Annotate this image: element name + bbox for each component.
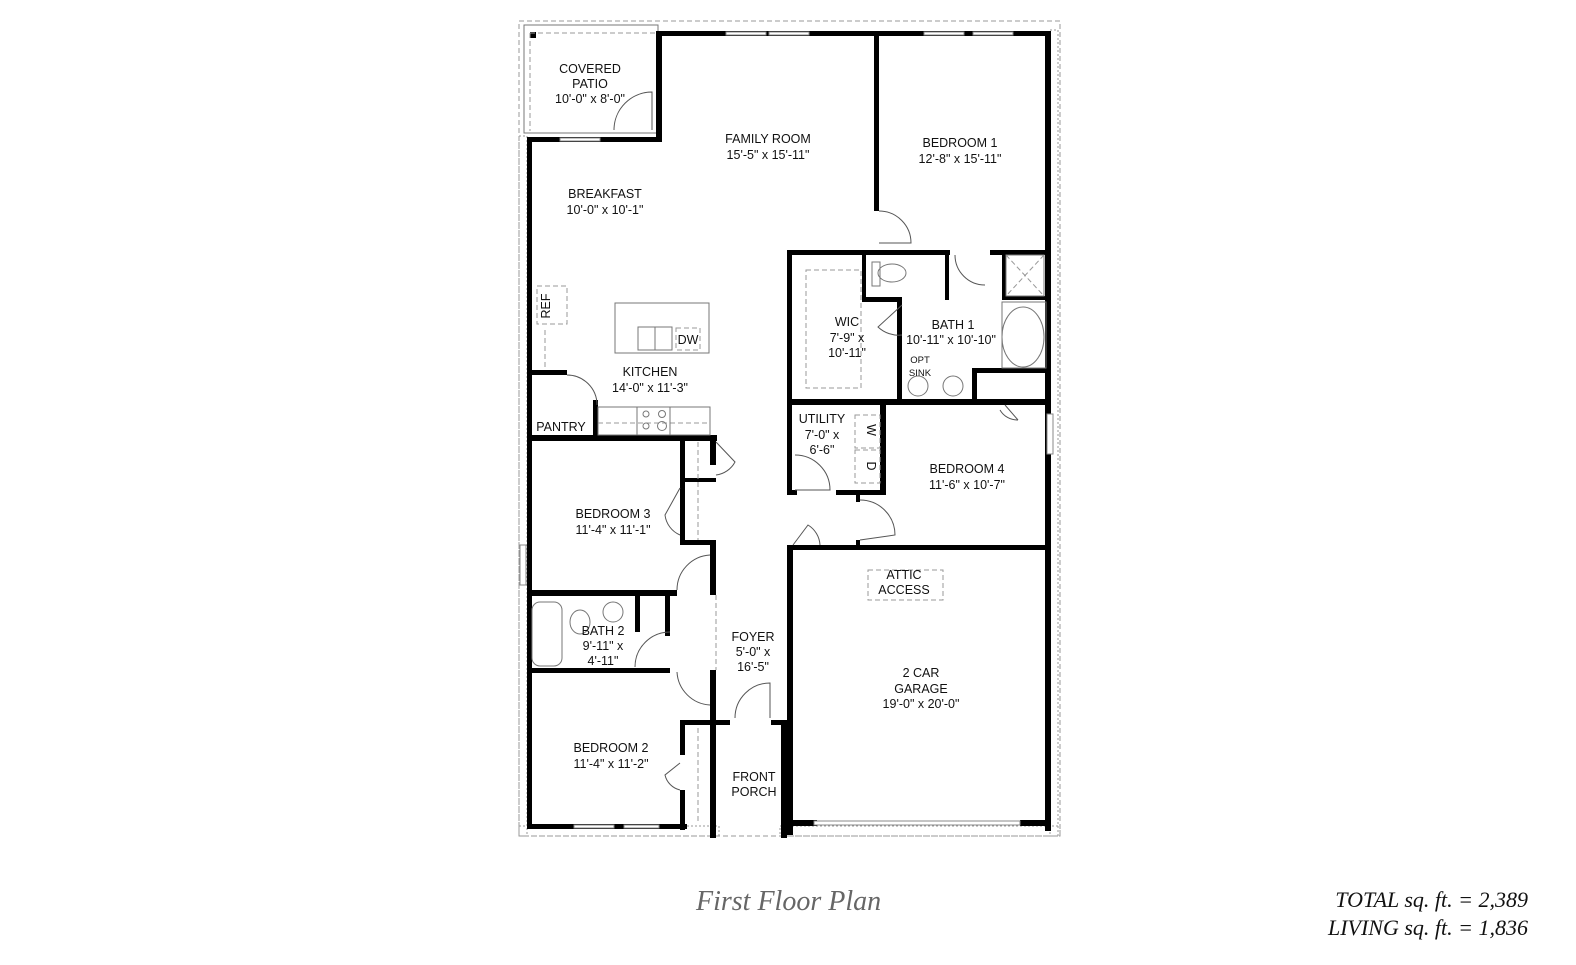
utility-size-2: 6'-6" [810,443,835,457]
wic-size-1: 7'-9" x [830,331,865,345]
garage-label-2: GARAGE [894,682,948,696]
utility-size-1: 7'-0" x [805,428,840,442]
range [636,406,671,436]
bedroom-2-label: BEDROOM 2 [573,741,648,755]
fixtures [531,254,1047,822]
breakfast-label: BREAKFAST [568,187,642,201]
pantry-label: PANTRY [536,420,586,434]
dishwasher [675,327,701,351]
garage-size: 19'-0" x 20'-0" [883,697,960,711]
walls [527,31,1051,838]
shower [1005,254,1045,297]
bedroom-2-size: 11'-4" x 11'-2" [573,757,648,771]
foyer-size-2: 16'-5" [737,660,769,674]
kitchen-island [614,302,710,354]
family-room-size: 15'-5" x 15'-11" [727,148,810,162]
bedroom-3-size: 11'-4" x 11'-1" [575,523,650,537]
windows [519,31,1054,829]
total-sqft: TOTAL sq. ft. = 2,389 [1335,887,1528,912]
bedroom-1-size: 12'-8" x 15'-11" [919,152,1002,166]
ref-label: REF [539,293,553,318]
attic-access [867,569,944,601]
wic-shelving [805,269,862,389]
toilet [877,263,907,283]
doors [566,91,1019,791]
bathtub-2 [531,601,563,667]
wic-label: WIC [835,315,859,329]
dryer-label: D [864,461,878,470]
sink [907,375,929,397]
front-porch-label-2: PORCH [731,785,776,799]
utility-label: UTILITY [799,412,846,426]
family-room-label: FAMILY ROOM [725,132,811,146]
covered-patio-label-2: PATIO [572,77,608,91]
sink-2 [602,601,624,623]
bedroom-4-size: 11'-6" x 10'-7" [929,478,1005,492]
bathtub [1001,306,1045,368]
bedroom-3-label: BEDROOM 3 [575,507,650,521]
sink [942,375,964,397]
attic-label-2: ACCESS [878,583,929,597]
kitchen-size: 14'-0" x 11'-3" [612,381,688,395]
covered-patio-label: COVERED [559,62,621,76]
kitchen-counter [597,406,711,436]
covered-patio-size: 10'-0" x 8'-0" [555,92,625,106]
refrigerator [536,285,568,325]
wic-size-2: 10'-11" [828,346,866,360]
bedroom-1-label: BEDROOM 1 [922,136,997,150]
opt-sink-label-1: OPT [910,355,930,366]
kitchen-label: KITCHEN [623,365,678,379]
washer-label: W [864,424,878,436]
bath-1-size: 10'-11" x 10'-10" [906,333,996,347]
bedroom-4-label: BEDROOM 4 [929,462,1004,476]
plan-title: First Floor Plan [696,886,882,917]
square-footage: TOTAL sq. ft. = 2,389 LIVING sq. ft. = 1… [1328,886,1528,942]
bath-2-size-1: 9'-11" x [583,639,624,653]
opt-sink-label-2: SINK [909,368,932,379]
toilet-2 [569,609,591,635]
breakfast-size: 10'-0" x 10'-1" [567,203,644,217]
bath-2-size-2: 4'-11" [588,654,619,668]
dryer [854,449,881,484]
garage-label-1: 2 CAR [903,666,940,680]
attic-label-1: ATTIC [886,568,921,582]
bath-1-label: BATH 1 [932,318,975,332]
front-porch-label-1: FRONT [732,770,775,784]
dw-label: DW [678,333,699,347]
bath-2-label: BATH 2 [582,624,625,638]
room-labels: COVERED PATIO 10'-0" x 8'-0" FAMILY ROOM… [536,62,1005,799]
living-sqft: LIVING sq. ft. = 1,836 [1327,915,1528,940]
foyer-size-1: 5'-0" x [736,645,771,659]
washer [854,414,881,449]
foyer-label: FOYER [731,630,774,644]
